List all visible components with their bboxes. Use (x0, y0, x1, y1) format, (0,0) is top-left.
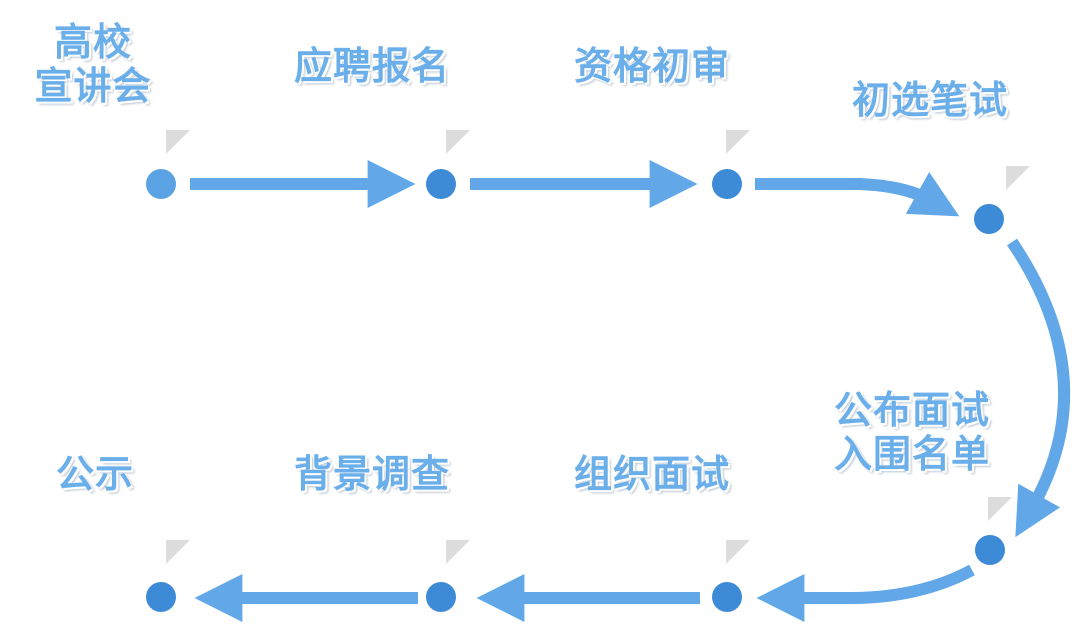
step-label-line: 公布面试 (834, 388, 991, 432)
step-node-apply (426, 169, 456, 199)
step-marker (446, 130, 470, 154)
step-node-background-check (426, 582, 456, 612)
step-node-publicity (146, 582, 176, 612)
step-label-line: 资格初审 (574, 44, 731, 88)
step-label-campus-talk: 高校 宣讲会 (28, 20, 158, 108)
arrow-5-to-6 (756, 564, 975, 622)
step-label-interview: 组织面试 (574, 452, 730, 496)
step-node-screening (712, 169, 742, 199)
step-node-interview (712, 582, 742, 612)
step-label-background-check: 背景调查 (294, 452, 450, 496)
step-node-campus-talk (146, 169, 176, 199)
arrow-3-to-4 (755, 172, 960, 217)
step-label-line: 公示 (56, 452, 135, 496)
step-label-written-test: 初选笔试 (852, 78, 1008, 122)
step-marker (988, 497, 1012, 521)
step-label-line: 高校 (53, 20, 132, 64)
step-label-line: 背景调查 (294, 452, 451, 496)
step-marker (1006, 166, 1030, 190)
step-label-publicity: 公示 (56, 452, 134, 496)
step-marker (726, 540, 750, 564)
step-label-interview-list: 公布面试 入围名单 (834, 388, 990, 476)
step-marker (166, 130, 190, 154)
step-label-line: 组织面试 (574, 452, 731, 496)
step-label-line: 初选笔试 (852, 78, 1009, 122)
step-label-line: 宣讲会 (34, 64, 152, 108)
step-marker (166, 540, 190, 564)
step-node-written-test (974, 204, 1004, 234)
step-node-interview-list (975, 535, 1005, 565)
arrow-4-to-5 (1007, 238, 1071, 538)
step-label-screening: 资格初审 (574, 44, 730, 88)
step-marker (726, 130, 750, 154)
step-label-apply: 应聘报名 (294, 44, 450, 88)
step-label-line: 应聘报名 (294, 44, 451, 88)
step-label-line: 入围名单 (834, 432, 991, 476)
step-marker (446, 540, 470, 564)
